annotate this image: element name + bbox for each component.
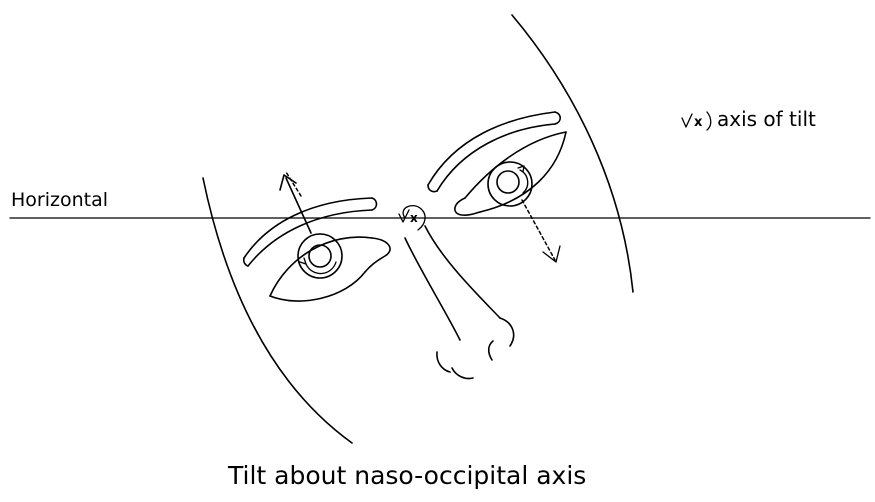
- face-right-contour: [512, 15, 633, 292]
- horizontal-label: Horizontal: [11, 189, 108, 211]
- nose: [403, 206, 514, 379]
- legend-text: axis of tilt: [717, 107, 816, 131]
- left-eye: [270, 234, 390, 301]
- legend-axis-symbol-letter: x: [694, 115, 703, 130]
- legend-axis-symbol: x: [682, 112, 711, 130]
- right-eye: [455, 132, 566, 215]
- right-tilt-arrow-dotted: [522, 200, 560, 262]
- left-tilt-arrow-solid: [280, 175, 311, 233]
- axis-symbol-letter: x: [410, 211, 418, 225]
- legend: x axis of tilt: [682, 107, 816, 131]
- figure-caption: Tilt about naso-occipital axis: [227, 461, 586, 490]
